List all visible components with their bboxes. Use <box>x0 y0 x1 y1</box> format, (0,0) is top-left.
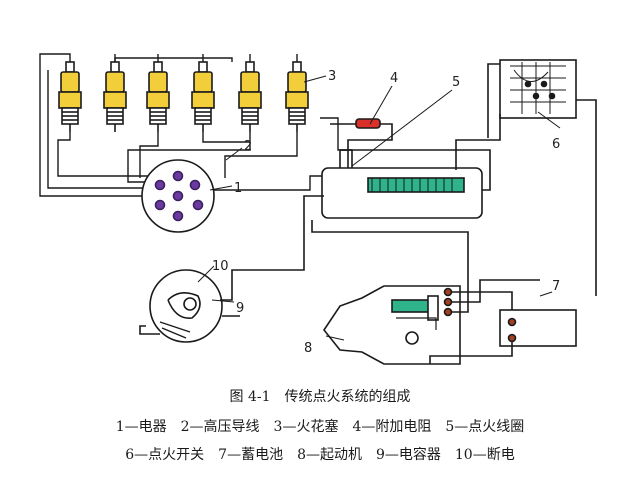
callout-10: 10 <box>212 259 229 274</box>
ignition-switch <box>455 59 597 296</box>
ignition-diagram: 1 2 3 4 5 6 7 8 9 10 <box>39 53 597 365</box>
callout-1: 1 <box>234 181 242 196</box>
callout-8: 8 <box>304 341 312 356</box>
spark-plug <box>146 61 170 132</box>
spark-plug-row <box>58 61 309 132</box>
spark-plug <box>103 61 127 132</box>
spark-plug <box>58 61 82 132</box>
breaker-and-condenser <box>139 195 324 343</box>
ignition-coil <box>321 149 491 219</box>
callout-9: 9 <box>236 301 244 316</box>
callout-5: 5 <box>452 75 460 90</box>
callout-4: 4 <box>390 71 398 86</box>
legend-line-1: 1—电器 2—高压导线 3—火花塞 4—附加电阻 5—点火线圈 <box>115 419 525 435</box>
callout-7: 7 <box>552 279 560 294</box>
callout-numbers: 1 2 3 4 5 6 7 8 9 10 <box>212 69 560 356</box>
callout-leaders <box>197 75 561 341</box>
spark-plug <box>285 61 309 132</box>
high-voltage-leads <box>39 53 352 197</box>
legend-line-2: 6—点火开关 7—蓄电池 8—起动机 9—电容器 10—断电 <box>125 447 515 463</box>
figure-caption: 图 4-1 传统点火系统的组成 <box>229 389 411 405</box>
callout-6: 6 <box>552 137 560 152</box>
callout-2: 2 <box>244 139 252 154</box>
spark-plug <box>191 61 215 132</box>
spark-plug <box>238 61 262 132</box>
starter-motor <box>311 220 540 365</box>
distributor <box>141 159 215 233</box>
callout-3: 3 <box>328 69 336 84</box>
battery <box>429 309 577 364</box>
